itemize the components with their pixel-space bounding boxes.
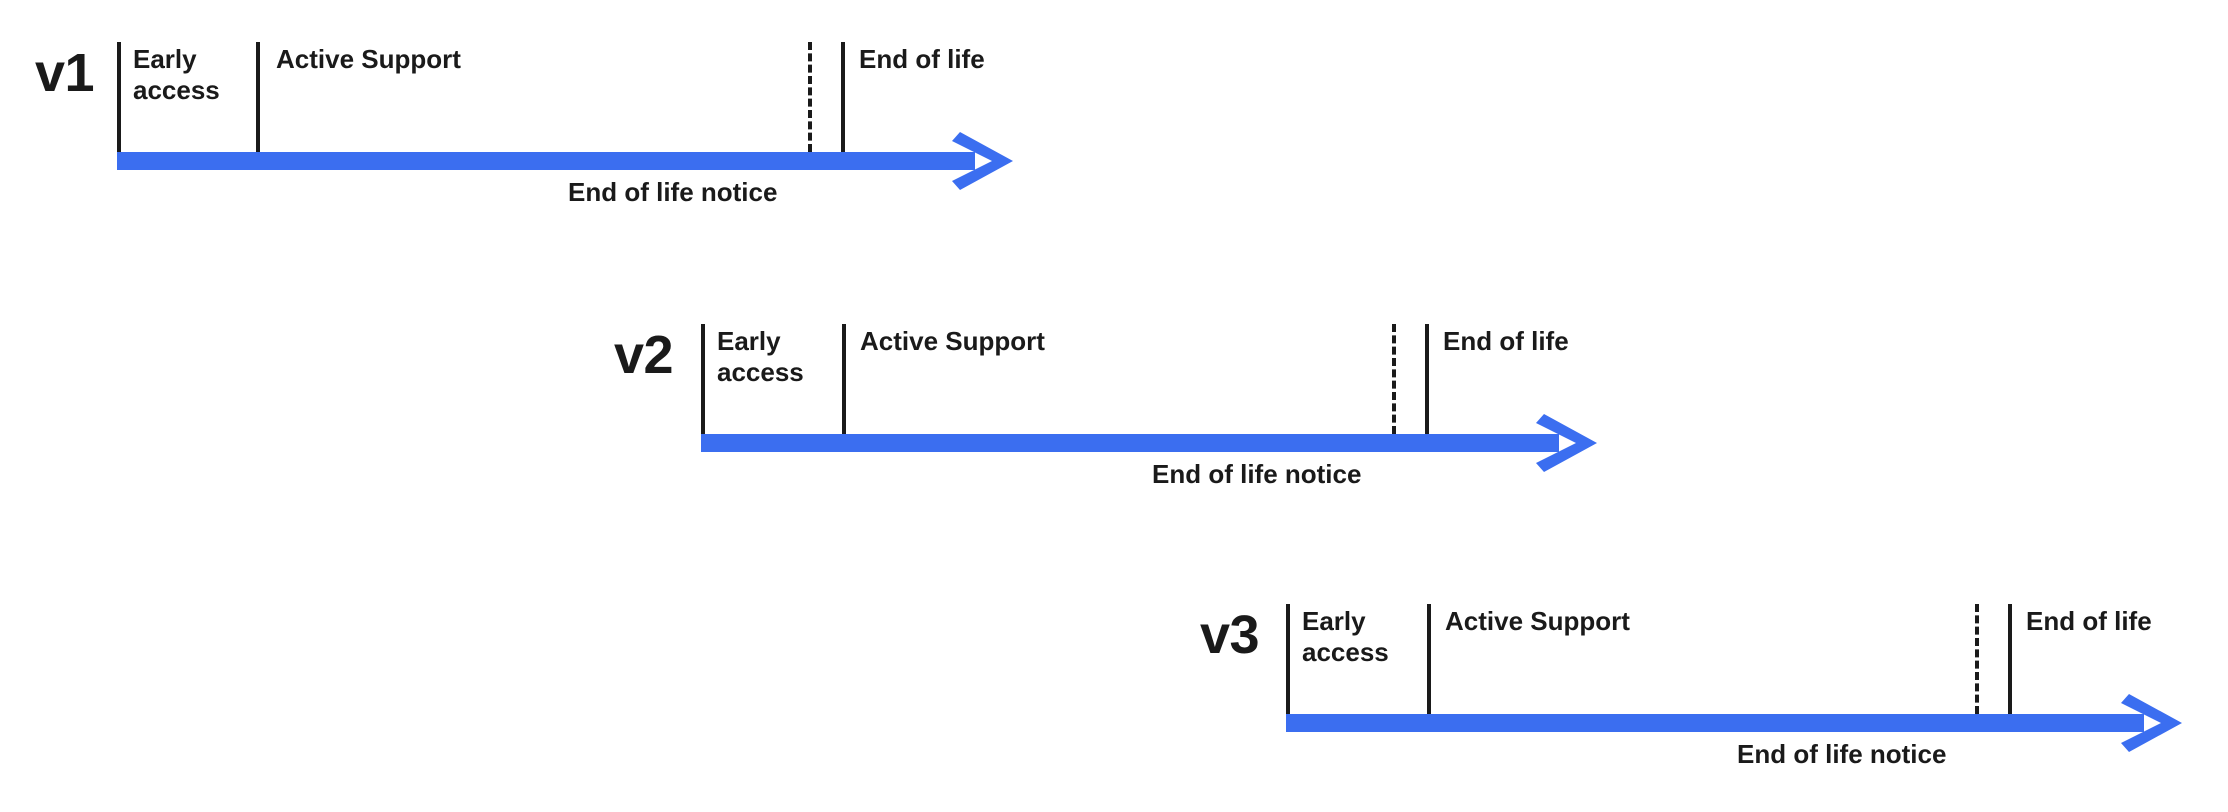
- notice-label-v2: End of life notice: [1152, 459, 1362, 489]
- phase-label-early-access-v1: Early access: [133, 44, 220, 105]
- phase-label-active-support-v3: Active Support: [1445, 606, 1630, 636]
- timeline-row-v2: v2 Early access Active Support End of li…: [0, 0, 2228, 489]
- timeline-bar-v1: [117, 152, 975, 170]
- phase-divider-start-v3: [1286, 604, 1290, 714]
- notice-divider-v2: [1392, 324, 1396, 434]
- phase-divider-active-support-v3: [1427, 604, 1431, 714]
- phase-label-end-of-life-v1: End of life: [859, 44, 985, 74]
- phase-divider-active-support-v1: [256, 42, 260, 152]
- phase-label-early-access-v3: Early access: [1302, 606, 1389, 667]
- phase-label-end-of-life-v3: End of life: [2026, 606, 2152, 636]
- timeline-bar-v3: [1286, 714, 2144, 732]
- phase-label-early-access-v2: Early access: [717, 326, 804, 387]
- version-label-v1: v1: [35, 43, 95, 103]
- phase-divider-start-v2: [701, 324, 705, 434]
- phase-label-end-of-life-v2: End of life: [1443, 326, 1569, 356]
- arrow-right-icon-v1: [952, 132, 1013, 190]
- version-label-v3: v3: [1200, 605, 1260, 665]
- arrow-right-icon-v2: [1536, 414, 1597, 472]
- phase-divider-start-v1: [117, 42, 121, 152]
- timeline-row-v1: v1 Early access Active Support End of li…: [0, 0, 2228, 280]
- notice-label-v1: End of life notice: [568, 177, 778, 207]
- arrow-right-icon-v3: [2121, 694, 2182, 752]
- phase-divider-end-of-life-v1: [841, 42, 845, 152]
- version-label-v2: v2: [614, 325, 674, 385]
- timeline-bar-v2: [701, 434, 1559, 452]
- notice-divider-v3: [1975, 604, 1979, 714]
- notice-label-v3: End of life notice: [1737, 739, 1947, 769]
- phase-label-active-support-v1: Active Support: [276, 44, 461, 74]
- phase-label-active-support-v2: Active Support: [860, 326, 1045, 356]
- phase-divider-end-of-life-v3: [2008, 604, 2012, 714]
- timeline-row-v3: v3 Early access Active Support End of li…: [0, 0, 2228, 769]
- phase-divider-active-support-v2: [842, 324, 846, 434]
- notice-divider-v1: [808, 42, 812, 152]
- phase-divider-end-of-life-v2: [1425, 324, 1429, 434]
